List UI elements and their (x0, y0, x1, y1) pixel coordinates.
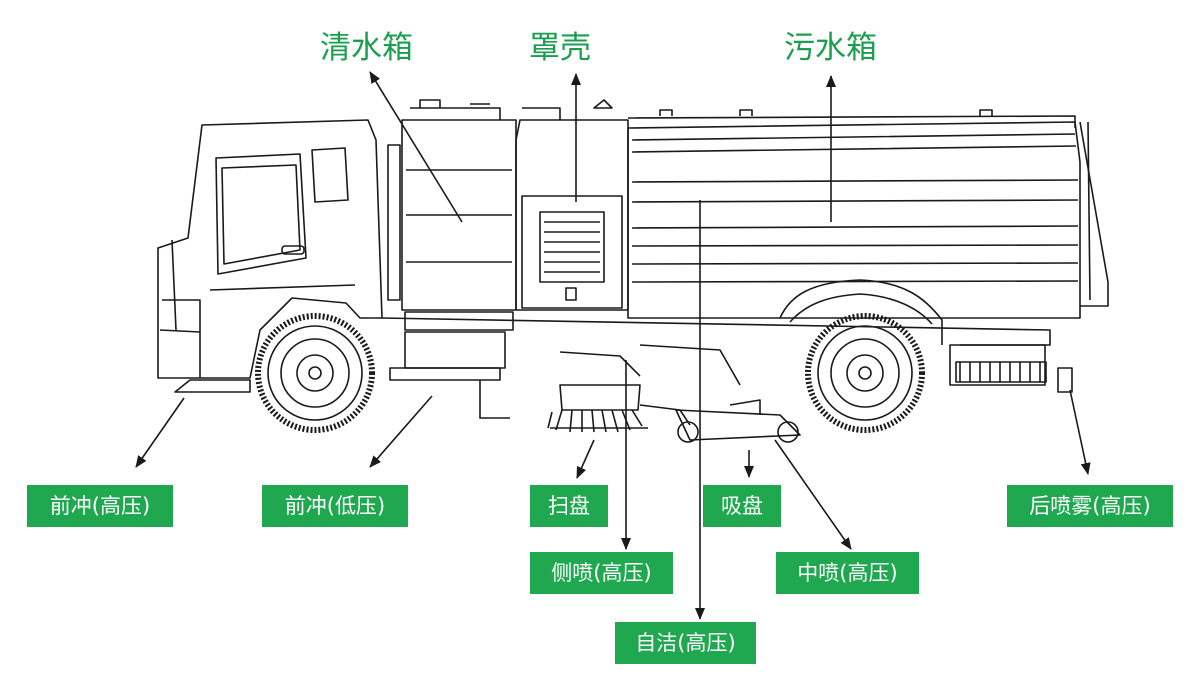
rear-spray-bar (955, 361, 1073, 393)
tag-front-flush-low: 前冲(低压) (262, 485, 408, 527)
arrow-clean-water-tank (369, 71, 463, 223)
arrow-front-flush-low (369, 395, 433, 468)
truck-chassis (381, 279, 1051, 419)
front-wheel (255, 313, 375, 433)
arrow-sweep-disc (576, 439, 595, 479)
suction-disc-drawing (675, 399, 801, 443)
label-clean-water-tank: 清水箱 (320, 30, 413, 66)
tag-rear-mist-high: 后喷雾(高压) (1007, 485, 1173, 527)
tag-sweep-disc: 扫盘 (530, 485, 608, 527)
sweep-disc-drawing (547, 384, 691, 433)
label-sewage-tank: 污水箱 (784, 30, 877, 66)
label-cover: 罩壳 (529, 30, 591, 66)
tag-middle-spray-high: 中喷(高压) (776, 552, 919, 594)
tag-front-flush-high: 前冲(高压) (27, 485, 173, 527)
arrow-rear-mist-high (1069, 389, 1091, 475)
tag-side-spray-high: 侧喷(高压) (530, 552, 673, 594)
tag-self-clean-high: 自洁(高压) (615, 622, 756, 664)
sewage-tank-body (627, 109, 1109, 319)
tag-suction-disc: 吸盘 (703, 485, 781, 527)
truck-cab (157, 119, 383, 393)
clean-water-tank-body (387, 99, 517, 311)
cover-housing (515, 99, 629, 311)
rear-wheel (805, 313, 925, 433)
arrow-front-flush-high (135, 397, 185, 468)
arrow-middle-spray-high (774, 439, 852, 550)
